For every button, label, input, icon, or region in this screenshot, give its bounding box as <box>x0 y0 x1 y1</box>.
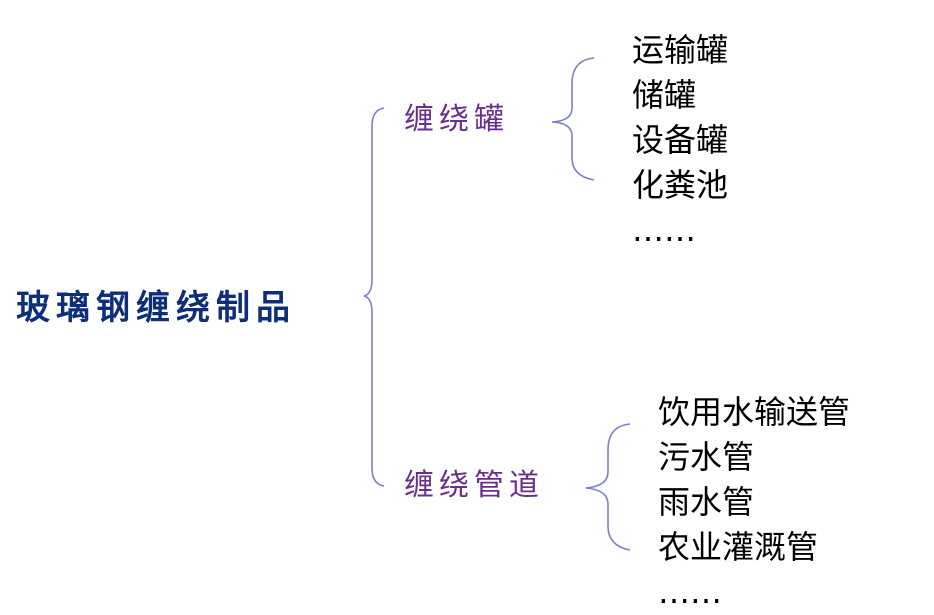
list-item: 饮用水输送管 <box>658 393 851 431</box>
list-item: …… <box>632 211 696 249</box>
root-brace <box>363 107 385 487</box>
tanks-item-list: 运输罐 储罐 设备罐 化粪池 …… <box>632 28 728 253</box>
list-item: 运输罐 <box>632 31 729 69</box>
list-item: …… <box>658 573 722 611</box>
list-item: 储罐 <box>632 76 697 114</box>
branch-label-pipes: 缠绕管道 <box>404 468 544 503</box>
branch-label-tanks: 缠绕罐 <box>404 102 509 137</box>
tanks-brace <box>551 57 595 181</box>
root-label: 玻璃钢缠绕制品 <box>16 288 296 328</box>
list-item: 污水管 <box>658 438 755 476</box>
list-item: 农业灌溉管 <box>658 528 819 566</box>
list-item: 设备罐 <box>632 121 729 159</box>
pipes-item-list: 饮用水输送管 污水管 雨水管 农业灌溉管 …… <box>658 390 850 615</box>
list-item: 化粪池 <box>632 166 729 204</box>
pipes-brace <box>585 423 631 551</box>
list-item: 雨水管 <box>658 483 755 521</box>
